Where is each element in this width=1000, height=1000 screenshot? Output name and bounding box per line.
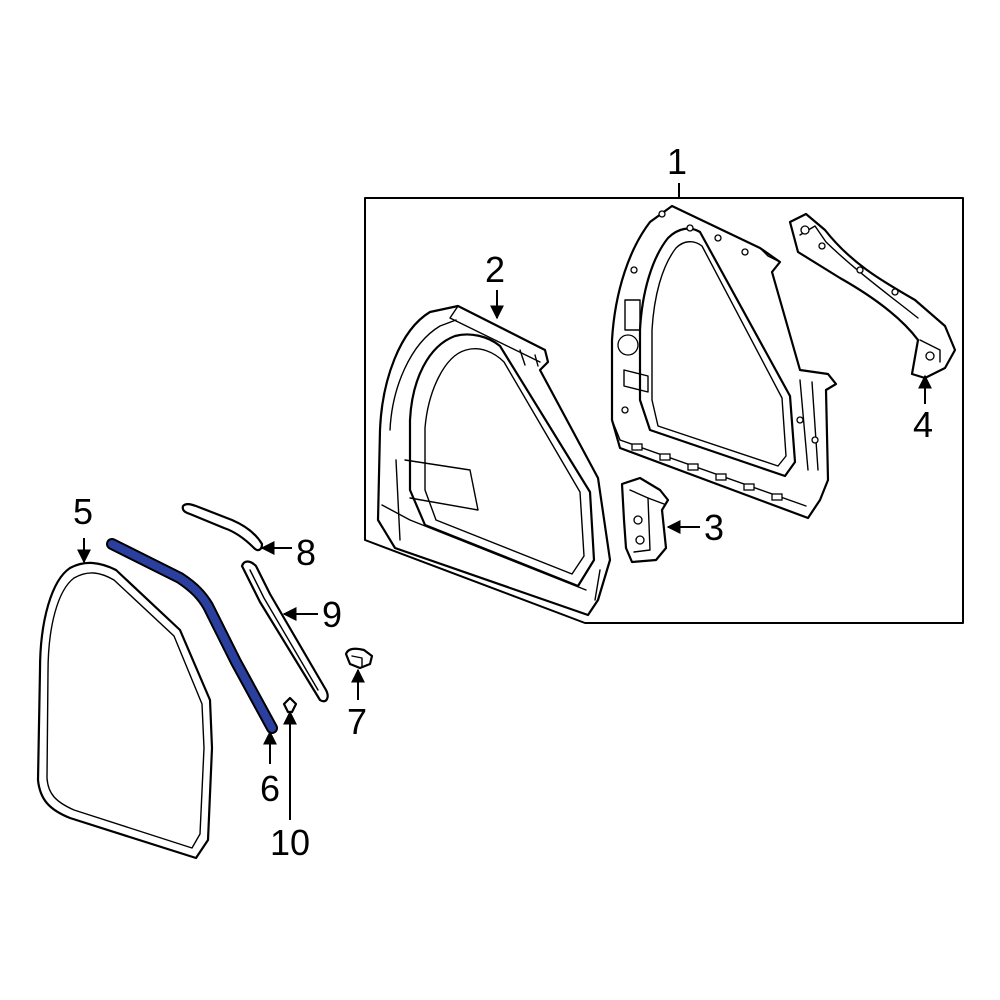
inner-side-panel[interactable] xyxy=(610,204,838,520)
callout-7: 7 xyxy=(347,701,367,742)
callout-3: 3 xyxy=(704,507,724,548)
fastener[interactable] xyxy=(282,696,298,714)
retaining-clip[interactable] xyxy=(344,647,374,670)
assembly-box xyxy=(364,183,964,624)
upper-molding-strip[interactable] xyxy=(181,503,264,552)
callout-8: 8 xyxy=(296,532,316,573)
leader-lines xyxy=(77,290,932,820)
callout-10: 10 xyxy=(270,822,310,863)
callout-9: 9 xyxy=(322,594,342,635)
callout-5: 5 xyxy=(73,491,93,532)
callout-2: 2 xyxy=(485,249,505,290)
door-weatherstrip[interactable] xyxy=(36,561,214,860)
outer-side-panel[interactable] xyxy=(376,304,612,617)
callout-1: 1 xyxy=(667,141,687,182)
pillar-seal-highlighted[interactable] xyxy=(106,538,278,734)
callout-labels: 1 2 3 4 5 6 7 8 9 10 xyxy=(73,141,933,863)
rear-reinforcement[interactable] xyxy=(788,212,957,380)
pillar-molding[interactable] xyxy=(240,560,329,703)
hinge-bracket[interactable] xyxy=(620,476,670,564)
callout-6: 6 xyxy=(260,768,280,809)
callout-4: 4 xyxy=(913,404,933,445)
